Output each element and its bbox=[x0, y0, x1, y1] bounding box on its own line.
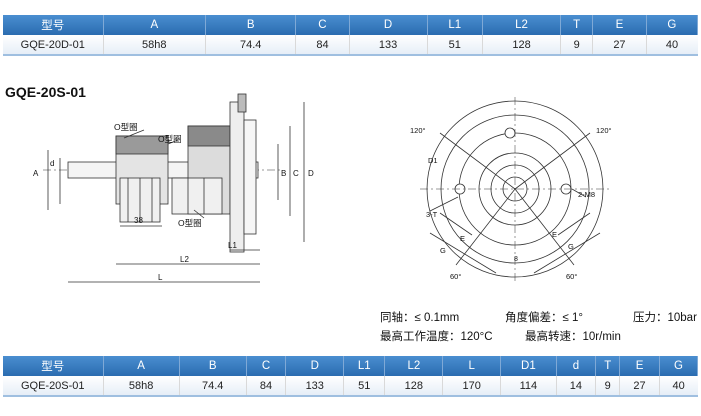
spec-table-20d: 型号 A B C D L1 L2 T E G GQE-20D-01 58h8 7… bbox=[3, 15, 699, 56]
o-ring-label: O型圈 bbox=[158, 134, 182, 144]
table-header-row: 型号 A B C D L1 L2 L D1 d T E G bbox=[3, 356, 699, 376]
side-view-drawing: O型圈 O型圈 O型圈 38 A d B C D L1 L2 L bbox=[33, 93, 314, 283]
max-speed-spec: 最高转速：10r/min bbox=[525, 331, 621, 343]
angle-deviation-spec: 角度偏差：≤ 1° bbox=[505, 312, 584, 324]
o-ring-label: O型圈 bbox=[114, 122, 138, 132]
header-cell: D1 bbox=[500, 356, 557, 376]
header-cell: G bbox=[659, 356, 699, 376]
value-cell: 9 bbox=[560, 35, 594, 56]
header-cell: B bbox=[205, 15, 297, 35]
dimension-label: L1 bbox=[228, 241, 237, 250]
value-cell: 170 bbox=[442, 376, 502, 397]
table-row: GQE-20S-01 58h8 74.4 84 133 51 128 170 1… bbox=[3, 376, 698, 397]
value-cell: 51 bbox=[427, 35, 484, 56]
spec-table-20s: 型号 A B C D L1 L2 L D1 d T E G GQE-20S-01… bbox=[3, 356, 699, 397]
dimension-label: D bbox=[308, 169, 314, 178]
value-cell: 133 bbox=[349, 35, 428, 56]
header-cell: E bbox=[619, 356, 660, 376]
table-header-row: 型号 A B C D L1 L2 T E G bbox=[3, 15, 699, 35]
angle-label: 60° bbox=[450, 272, 461, 281]
header-cell: 型号 bbox=[3, 356, 104, 376]
coaxial-spec: 同轴：≤ 0.1mm bbox=[380, 312, 460, 324]
value-cell: GQE-20S-01 bbox=[3, 376, 104, 397]
value-cell: 40 bbox=[659, 376, 698, 397]
dimension-label: G bbox=[440, 246, 446, 255]
dimension-label: L bbox=[158, 273, 163, 282]
header-cell: L bbox=[442, 356, 502, 376]
header-cell: D bbox=[285, 356, 345, 376]
dimension-label: B bbox=[281, 169, 286, 178]
dimension-label: E bbox=[460, 234, 465, 243]
dimension-label: 2-M8 bbox=[578, 190, 595, 199]
value-cell: 133 bbox=[285, 376, 345, 397]
table-row: GQE-20D-01 58h8 74.4 84 133 51 128 9 27 … bbox=[3, 35, 698, 56]
dimension-label: C bbox=[293, 169, 299, 178]
dimension-label: D1 bbox=[428, 156, 438, 165]
value-cell: 114 bbox=[500, 376, 557, 397]
pressure-spec: 压力：10bar bbox=[633, 312, 697, 324]
value-cell: 9 bbox=[595, 376, 621, 397]
header-cell: G bbox=[646, 15, 699, 35]
dimension-label: 38 bbox=[134, 216, 143, 225]
value-cell: 84 bbox=[246, 376, 287, 397]
dimension-label: E bbox=[552, 230, 557, 239]
header-cell: L1 bbox=[427, 15, 484, 35]
header-cell: T bbox=[595, 356, 621, 376]
value-cell: 27 bbox=[592, 35, 647, 56]
value-cell: 128 bbox=[482, 35, 561, 56]
header-cell: 型号 bbox=[3, 15, 104, 35]
value-cell: 14 bbox=[556, 376, 597, 397]
header-cell: C bbox=[246, 356, 287, 376]
value-cell: GQE-20D-01 bbox=[3, 35, 104, 56]
dimension-label: d bbox=[50, 159, 54, 168]
header-cell: E bbox=[592, 15, 647, 35]
angle-label: 60° bbox=[566, 272, 577, 281]
value-cell: 40 bbox=[646, 35, 698, 56]
header-cell: A bbox=[103, 356, 180, 376]
value-cell: 128 bbox=[384, 376, 444, 397]
model-title: GQE-20S-01 bbox=[5, 84, 86, 100]
value-cell: 51 bbox=[343, 376, 386, 397]
value-cell: 74.4 bbox=[179, 376, 247, 397]
value-cell: 58h8 bbox=[103, 35, 207, 56]
value-cell: 84 bbox=[295, 35, 350, 56]
angle-label: 120° bbox=[410, 126, 426, 135]
header-cell: L2 bbox=[384, 356, 444, 376]
header-cell: B bbox=[179, 356, 247, 376]
value-cell: 58h8 bbox=[103, 376, 180, 397]
header-cell: A bbox=[103, 15, 207, 35]
dimension-label: 3-T bbox=[426, 210, 438, 219]
dimension-label: 8 bbox=[514, 256, 518, 263]
value-cell: 27 bbox=[619, 376, 660, 397]
value-cell: 74.4 bbox=[205, 35, 297, 56]
header-cell: T bbox=[560, 15, 594, 35]
dimension-label: A bbox=[33, 169, 39, 178]
max-temp-spec: 最高工作温度：120°C bbox=[380, 331, 493, 343]
dimension-label: L2 bbox=[180, 255, 189, 264]
header-cell: C bbox=[295, 15, 350, 35]
angle-label: 120° bbox=[596, 126, 612, 135]
header-cell: D bbox=[349, 15, 428, 35]
o-ring-label: O型圈 bbox=[178, 218, 202, 228]
front-view-drawing: 120° 120° 60° 60° D1 3-T 2-M8 E E G G 8 bbox=[410, 97, 612, 281]
header-cell: L1 bbox=[343, 356, 386, 376]
header-cell: L2 bbox=[482, 15, 561, 35]
dimension-label: G bbox=[568, 242, 574, 251]
header-cell: d bbox=[556, 356, 597, 376]
